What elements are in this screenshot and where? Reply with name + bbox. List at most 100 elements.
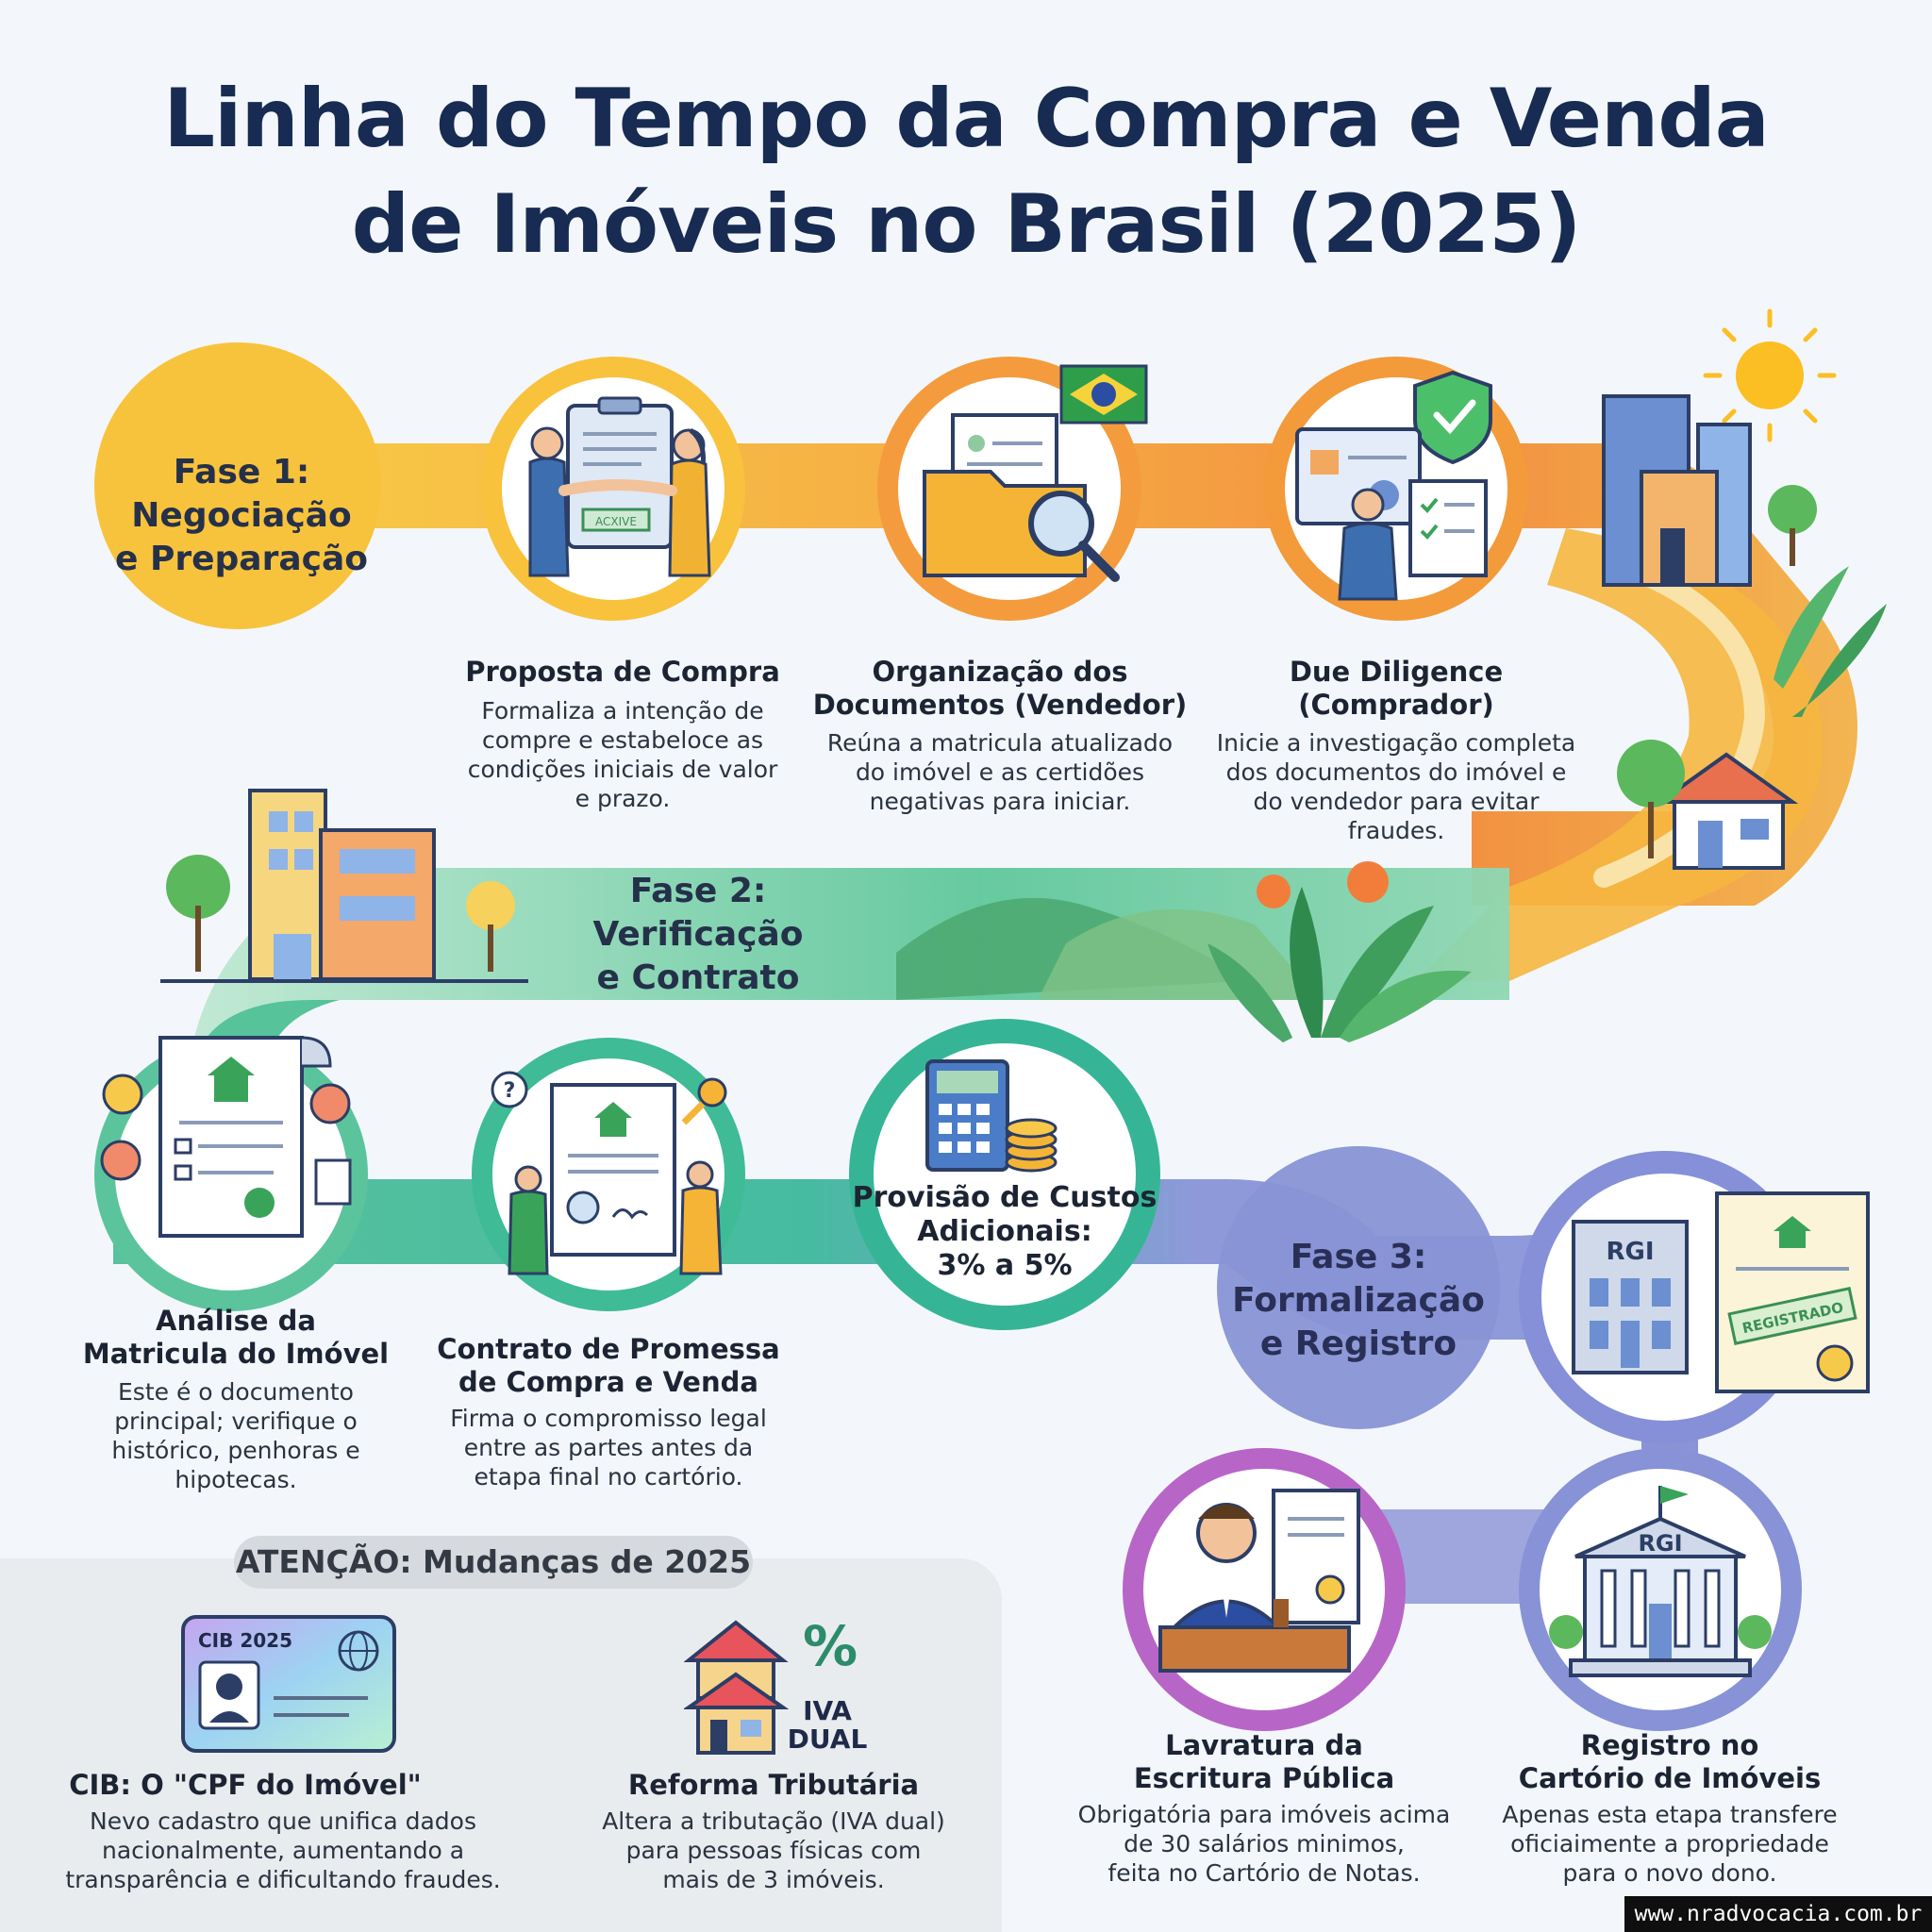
- cib-desc-line3: transparência e dificultando fraudes.: [65, 1866, 501, 1893]
- tax-reform-desc-line3: mais de 3 imóveis.: [662, 1866, 885, 1893]
- cib-desc-line1: Nevo cadastro que unifica dados: [90, 1807, 476, 1835]
- step-desc-documentos-line3: negativas para iniciar.: [869, 788, 1131, 815]
- step-desc-due-diligence-line4: fraudes.: [1347, 817, 1445, 844]
- phase-1-line2: Negociação: [131, 496, 352, 535]
- tax-reform-desc-line2: para pessoas físicas com: [625, 1837, 922, 1864]
- step-desc-proposta: Formaliza a intenção de compre e estabel…: [434, 696, 811, 813]
- phase-1-label: Fase 1: Negociação e Preparação: [91, 451, 392, 581]
- step-title-matricula-line2: Matricula do Imóvel: [82, 1338, 390, 1370]
- step-desc-proposta-line3: condições iniciais de valor: [467, 756, 778, 783]
- plants-icon: [1208, 566, 1887, 1042]
- page-title-line2: de Imóveis no Brasil (2025): [351, 177, 1582, 272]
- step-desc-proposta-line4: e prazo.: [575, 785, 671, 812]
- svg-text:RGI: RGI: [1638, 1530, 1682, 1557]
- step-title-due-diligence: Due Diligence (Comprador): [1198, 656, 1594, 722]
- step-title-matricula-line1: Análise da: [156, 1305, 316, 1337]
- step-title-registro: Registro no Cartório de Imóveis: [1472, 1729, 1868, 1795]
- step-desc-matricula: Este é o documento principal; verifique …: [57, 1377, 415, 1494]
- step-desc-documentos-line2: do imóvel e as certidões: [855, 758, 1145, 786]
- svg-text:?: ?: [504, 1079, 516, 1103]
- svg-text:ACXIVE: ACXIVE: [595, 515, 637, 528]
- cib-title: CIB: O "CPF do Imóvel": [69, 1769, 422, 1801]
- house-icon: [1617, 740, 1799, 870]
- step-desc-contrato-line3: etapa final no cartório.: [474, 1463, 743, 1491]
- cib-desc-line2: nacionalmente, aumentando a: [101, 1837, 465, 1864]
- step-desc-due-diligence-line2: dos documentos do imóvel e: [1225, 758, 1567, 786]
- contract-signing-icon: ?: [491, 1071, 727, 1275]
- step-desc-proposta-line1: Formaliza a intenção de: [481, 697, 764, 724]
- step-title-contrato: Contrato de Promessa de Compra e Venda: [415, 1333, 802, 1399]
- step-desc-due-diligence: Inicie a investigação completa dos docum…: [1198, 728, 1594, 845]
- attention-panel: [0, 1558, 1002, 1932]
- step-title-matricula: Análise da Matricula do Imóvel: [57, 1305, 415, 1371]
- phase-2-line1: Fase 2:: [629, 872, 767, 910]
- step-title-proposta: Proposta de Compra: [434, 656, 811, 689]
- calculator-coins-icon: [925, 1059, 1058, 1173]
- website-url-link[interactable]: www.nradvocacia.com.br: [1624, 1896, 1932, 1932]
- step-desc-registro-line1: Apenas esta etapa transfere: [1502, 1801, 1838, 1828]
- registry-office-building-icon: RGI: [1549, 1486, 1772, 1677]
- step-title-proposta-line1: Proposta de Compra: [465, 656, 780, 688]
- page-title: Linha do Tempo da Compra e Venda de Imóv…: [0, 66, 1932, 277]
- phase-3-line2: Formalização: [1232, 1281, 1485, 1320]
- svg-text:DUAL: DUAL: [788, 1724, 868, 1755]
- step-desc-escritura-line1: Obrigatória para imóveis acima: [1077, 1801, 1451, 1828]
- step-title-registro-line1: Registro no: [1580, 1729, 1759, 1761]
- step-title-escritura-line1: Lavratura da: [1165, 1729, 1363, 1761]
- tax-reform-title: Reforma Tributária: [627, 1769, 920, 1801]
- svg-text:IVA: IVA: [803, 1695, 852, 1726]
- phase-1-line1: Fase 1:: [173, 453, 310, 491]
- step-desc-documentos-line1: Reúna a matricula atualizado: [826, 729, 1174, 757]
- apartment-building-icon: [160, 789, 528, 983]
- step-title-custos-line2: Adicionais:: [917, 1215, 1092, 1248]
- step-title-due-diligence-line1: Due Diligence: [1289, 656, 1504, 688]
- step-desc-registro-line3: para o novo dono.: [1562, 1859, 1777, 1887]
- svg-text:%: %: [803, 1614, 858, 1678]
- city-buildings-icon: [1602, 394, 1817, 587]
- step-title-due-diligence-line2: (Comprador): [1298, 689, 1494, 721]
- step-desc-matricula-line1: Este é o documento: [118, 1378, 354, 1406]
- step-title-escritura-line2: Escritura Pública: [1133, 1762, 1395, 1794]
- tax-reform-house-icon: % IVA DUAL: [684, 1614, 868, 1755]
- svg-text:RGI: RGI: [1606, 1238, 1654, 1266]
- step-desc-contrato: Firma o compromisso legal entre as parte…: [415, 1404, 802, 1491]
- step-desc-proposta-line2: compre e estabeloce as: [481, 726, 764, 754]
- step-title-registro-line2: Cartório de Imóveis: [1518, 1762, 1822, 1794]
- step-desc-contrato-line2: entre as partes antes da: [463, 1434, 754, 1461]
- property-registry-document-icon: [100, 1036, 352, 1238]
- step-title-documentos: Organização dos Documentos (Vendedor): [811, 656, 1189, 722]
- step-desc-matricula-line4: hipotecas.: [175, 1466, 297, 1493]
- phase-2-line2: Verificação: [592, 915, 804, 954]
- svg-text:CIB 2025: CIB 2025: [198, 1629, 292, 1652]
- attention-header: ATENÇÃO: Mudanças de 2025: [234, 1536, 753, 1589]
- step-title-custos-line3: 3% a 5%: [937, 1249, 1073, 1282]
- tax-reform-desc-line1: Altera a tributação (IVA dual): [602, 1807, 945, 1835]
- step-title-custos-line1: Provisão de Custos: [852, 1181, 1158, 1214]
- document-folder-search-icon: [923, 364, 1148, 582]
- handshake-contract-icon: ACXIVE: [528, 396, 711, 577]
- step-desc-escritura-line3: feita no Cartório de Notas.: [1108, 1859, 1421, 1887]
- cib-desc: Nevo cadastro que unifica dados nacional…: [47, 1807, 519, 1894]
- step-desc-registro-line2: oficiaimente a propriedade: [1510, 1830, 1829, 1857]
- phase-3-label: Fase 3: Formalização e Registro: [1198, 1236, 1519, 1366]
- step-title-contrato-line2: de Compra e Venda: [458, 1366, 758, 1398]
- step-desc-escritura-line2: de 30 salários minimos,: [1124, 1830, 1405, 1857]
- step-desc-due-diligence-line3: do vendedor para evitar: [1253, 788, 1540, 815]
- step-title-custos: Provisão de Custos Adicionais: 3% a 5%: [830, 1181, 1179, 1283]
- step-desc-due-diligence-line1: Inicie a investigação completa: [1216, 729, 1576, 757]
- registry-building-certificate-icon: RGI REGISTRADO: [1572, 1191, 1870, 1393]
- step-title-documentos-line1: Organização dos: [872, 656, 1128, 688]
- cib-card-icon: CIB 2025: [181, 1615, 396, 1753]
- step-desc-matricula-line2: principal; verifique o: [114, 1407, 358, 1435]
- step-desc-documentos: Reúna a matricula atualizado do imóvel e…: [811, 728, 1189, 816]
- phase-3-line3: e Registro: [1259, 1324, 1457, 1363]
- step-title-escritura: Lavratura da Escritura Pública: [1066, 1729, 1462, 1795]
- sun-icon: [1703, 308, 1837, 442]
- shield-checklist-icon: [1295, 370, 1492, 601]
- tax-reform-desc: Altera a tributação (IVA dual) para pess…: [585, 1807, 962, 1894]
- step-title-documentos-line2: Documentos (Vendedor): [812, 689, 1188, 721]
- notary-escritura-icon: [1158, 1489, 1360, 1673]
- phase-3-line1: Fase 3:: [1290, 1238, 1427, 1276]
- phase-2-line3: e Contrato: [596, 958, 800, 997]
- step-desc-escritura: Obrigatória para imóveis acima de 30 sal…: [1057, 1800, 1472, 1888]
